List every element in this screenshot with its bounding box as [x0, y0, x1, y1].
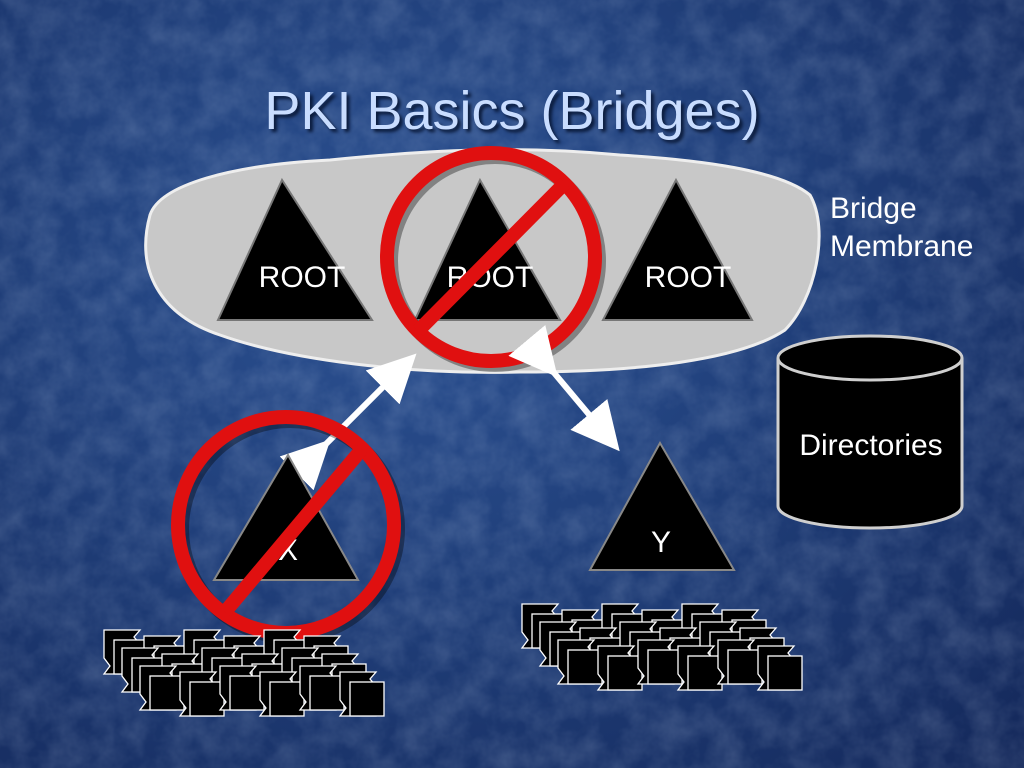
- bridge-label-line1: Bridge: [830, 192, 917, 225]
- certificate-user-icon: [339, 671, 385, 717]
- node-y-label: Y: [651, 526, 671, 559]
- bridge-label-line2: Membrane: [830, 230, 974, 263]
- root-label-1: ROOT: [259, 261, 346, 294]
- prohibition-sign-icon: [380, 146, 606, 372]
- slide-title: PKI Basics (Bridges): [264, 81, 760, 141]
- certificate-user-icon: [757, 645, 803, 691]
- bridge-membrane-label: Bridge Membrane: [830, 190, 973, 266]
- root-node-3: ROOT: [601, 177, 754, 321]
- prohibition-sign-icon: [171, 410, 405, 644]
- root-label-3: ROOT: [645, 261, 732, 294]
- ca-node-y: Y: [588, 440, 736, 571]
- double-arrow-icon: [508, 324, 620, 452]
- end-entity-certificates: [103, 603, 803, 717]
- directories-label: Directories: [799, 429, 942, 462]
- database-cylinder-icon: Directories: [776, 334, 964, 530]
- root-node-1: ROOT: [216, 177, 374, 321]
